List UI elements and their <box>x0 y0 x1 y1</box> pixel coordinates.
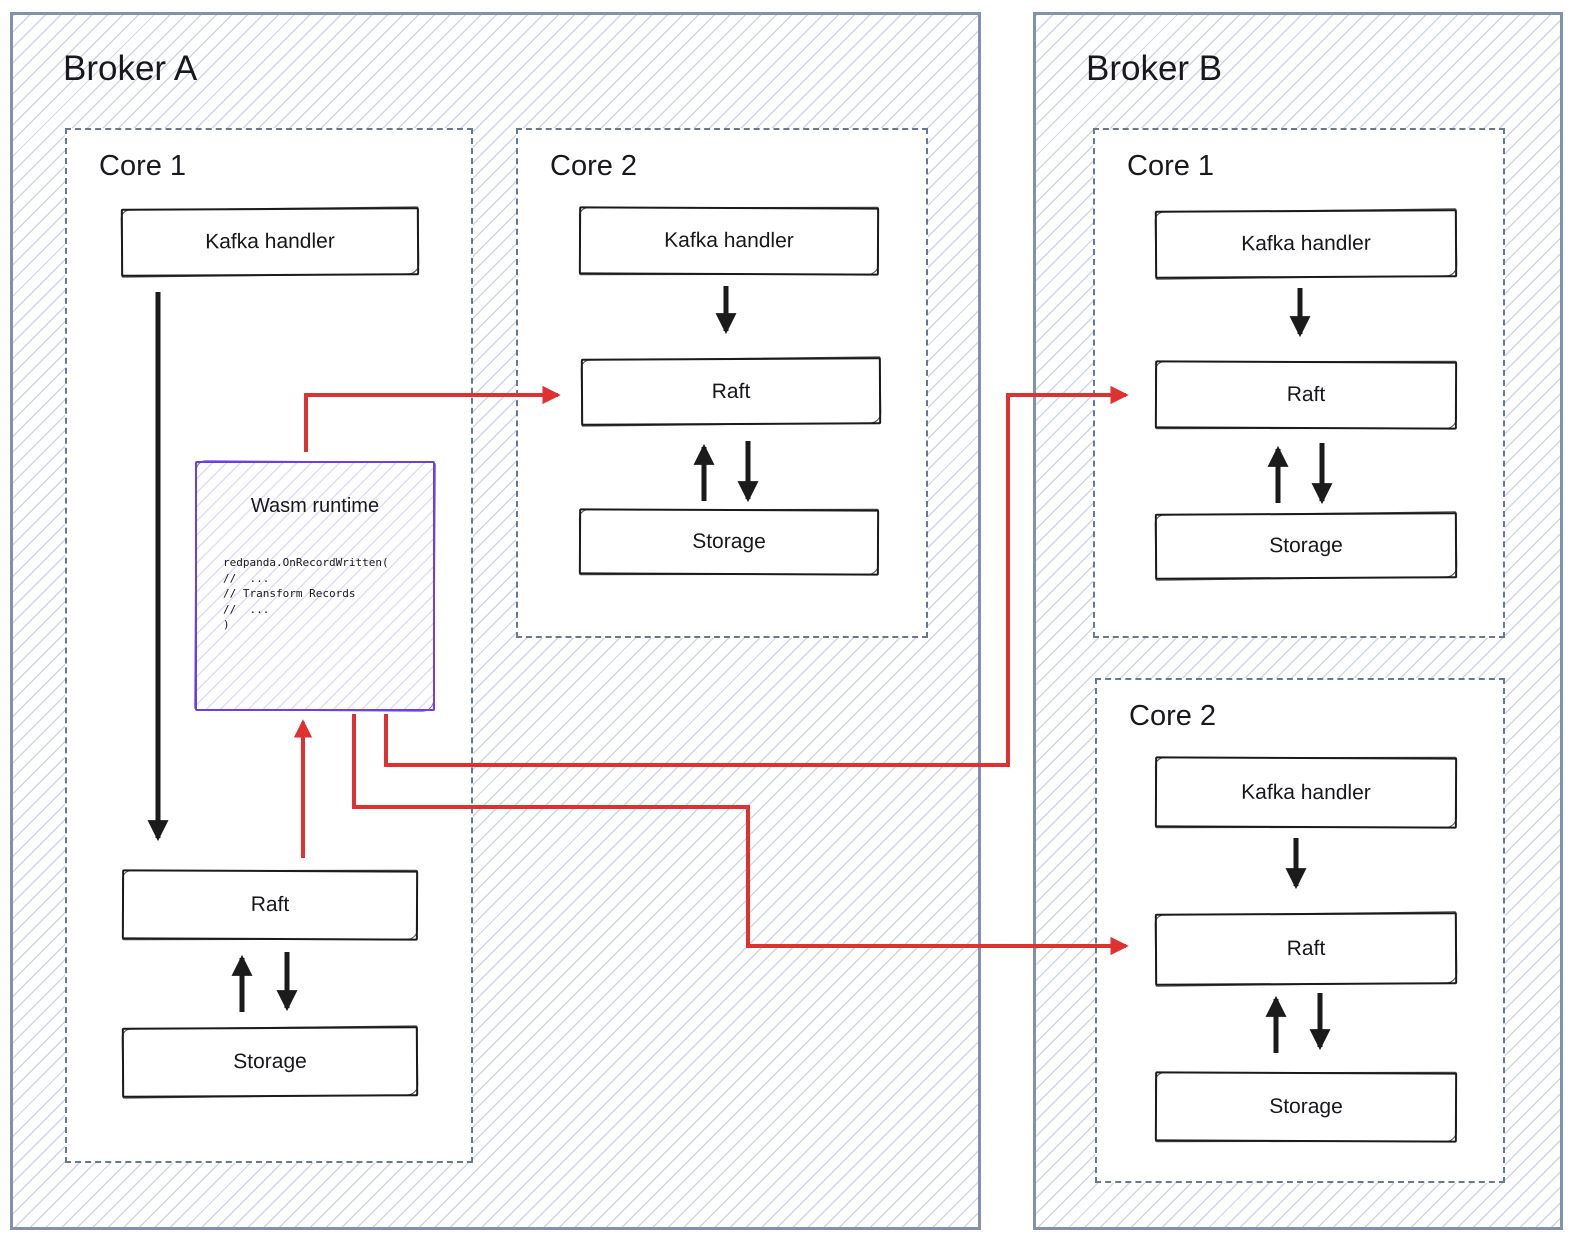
storage-box-b1: Storage <box>1154 512 1458 580</box>
broker-a-core-1: Core 1 Kafka handler Raft Storage Wasm r… <box>65 128 473 1163</box>
broker-a-core-2: Core 2 Kafka handler Raft Storage <box>516 128 928 638</box>
raft-box-a1: Raft <box>121 869 419 941</box>
broker-b-core-1: Core 1 Kafka handler Raft Storage <box>1093 128 1505 638</box>
kafka-handler-box-a2: Kafka handler <box>578 206 880 276</box>
storage-label: Storage <box>1269 1094 1343 1119</box>
kafka-handler-label: Kafka handler <box>664 228 794 253</box>
raft-box-a2: Raft <box>580 357 882 426</box>
wasm-runtime-box: Wasm runtime redpanda.OnRecordWritten( /… <box>195 461 435 711</box>
broker-b: Broker B Core 1 Kafka handler Raft Stora… <box>1033 12 1563 1230</box>
storage-box-a2: Storage <box>578 508 880 576</box>
broker-b-core-1-label: Core 1 <box>1127 150 1215 182</box>
broker-a-core-1-label: Core 1 <box>99 150 187 182</box>
broker-a-title: Broker A <box>63 49 198 88</box>
storage-label: Storage <box>692 529 766 554</box>
broker-a-core-2-label: Core 2 <box>550 150 638 182</box>
raft-label: Raft <box>1286 936 1326 961</box>
kafka-handler-box-a1: Kafka handler <box>120 207 420 277</box>
broker-a: Broker A Core 1 Kafka handler Raft Stora… <box>10 12 981 1230</box>
storage-label: Storage <box>1269 533 1343 558</box>
raft-box-b2: Raft <box>1154 912 1458 986</box>
broker-b-title: Broker B <box>1086 49 1223 88</box>
wasm-code-snippet: redpanda.OnRecordWritten( // ... // Tran… <box>223 556 389 631</box>
wasm-runtime-title: Wasm runtime <box>250 495 380 517</box>
kafka-handler-label: Kafka handler <box>205 229 335 254</box>
raft-label: Raft <box>711 379 751 403</box>
broker-b-core-2: Core 2 Kafka handler Raft Storage <box>1095 678 1505 1183</box>
raft-box-b1: Raft <box>1154 360 1458 430</box>
kafka-handler-box-b2: Kafka handler <box>1154 756 1458 829</box>
broker-b-core-2-label: Core 2 <box>1129 700 1217 732</box>
raft-label: Raft <box>250 892 290 917</box>
storage-label: Storage <box>233 1049 307 1074</box>
raft-label: Raft <box>1286 382 1326 407</box>
storage-box-b2: Storage <box>1154 1071 1458 1143</box>
kafka-handler-label: Kafka handler <box>1241 780 1371 804</box>
kafka-handler-box-b1: Kafka handler <box>1154 209 1458 279</box>
kafka-handler-label: Kafka handler <box>1241 231 1371 256</box>
storage-box-a1: Storage <box>121 1026 419 1098</box>
